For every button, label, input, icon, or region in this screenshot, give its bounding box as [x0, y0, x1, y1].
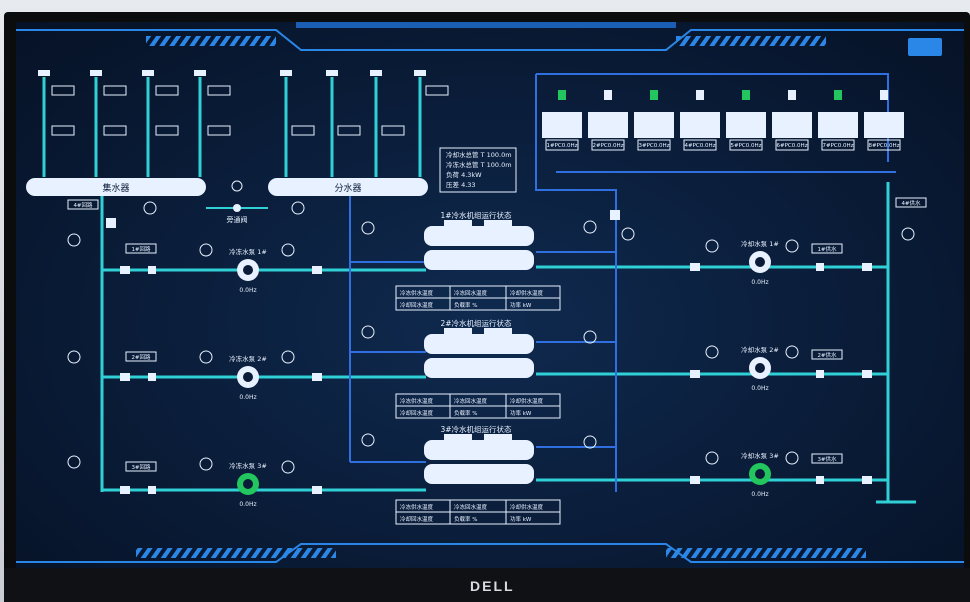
right-pump-3[interactable]: 冷却水泵 3# 0.0Hz	[741, 451, 779, 498]
left-pump-1[interactable]: 冷冻水泵 1# 0.0Hz	[229, 247, 267, 294]
cooling-tower-4[interactable]: 4#PC0.0Hz	[680, 90, 720, 151]
branch-left-1: 1#回路	[131, 245, 151, 253]
branch-right-3: 3#供水	[817, 455, 837, 463]
cooling-tower-1[interactable]: 1#PC0.0Hz	[542, 90, 582, 151]
scada-screen: 集水器 分水器 旁通阀 冷却水总管 T 100.0m 冷冻水总管 T 100.0…	[16, 22, 964, 568]
cooling-towers: 1#PC0.0Hz 2#PC0.0Hz 3#PC0.0Hz 4#PC0.0Hz …	[542, 90, 904, 151]
cooling-tower-3-label: 3#PC0.0Hz	[638, 143, 669, 149]
left-pump-3-label: 冷冻水泵 3#	[229, 461, 267, 470]
monitor-brand-logo: DELL	[470, 578, 515, 594]
info-line-1: 冷却水总管 T 100.0m	[446, 150, 512, 159]
left-manifold-label: 集水器	[102, 182, 129, 194]
right-pump-2-tag: 0.0Hz	[751, 385, 768, 392]
chiller-3[interactable]: 3#冷水机组运行状态 冷冻供水温度 冷冻回水温度 冷却供水温度 冷却回水温度 负…	[395, 424, 561, 525]
valve-column-group	[38, 70, 449, 136]
hvac-diagram: 集水器 分水器 旁通阀 冷却水总管 T 100.0m 冷冻水总管 T 100.0…	[16, 22, 964, 563]
chiller-1[interactable]: 1#冷水机组运行状态 冷冻供水温度 冷冻回水温度 冷却供水温度 冷却回水温度 负…	[395, 210, 561, 311]
cooling-tower-3[interactable]: 3#PC0.0Hz	[634, 90, 674, 151]
bypass-valve[interactable]	[206, 180, 268, 212]
top-right-button[interactable]	[908, 38, 942, 56]
gauges	[67, 201, 915, 474]
chiller-1-param-2: 冷冻回水温度	[454, 289, 488, 297]
right-pump-3-tag: 0.0Hz	[751, 491, 768, 498]
chiller-1-table: 冷冻供水温度 冷冻回水温度 冷却供水温度 冷却回水温度 负载率 % 功率 kW	[395, 285, 561, 311]
chiller-1-title: 1#冷水机组运行状态	[440, 210, 512, 220]
cooling-tower-7-label: 7#PC0.0Hz	[822, 143, 853, 149]
chiller-1-param-3: 冷却供水温度	[510, 289, 544, 297]
branch-right-2: 2#供水	[817, 351, 837, 359]
info-line-2: 冷冻水总管 T 100.0m	[446, 160, 512, 169]
cooling-tower-4-label: 4#PC0.0Hz	[684, 143, 715, 149]
info-line-4: 压差 4.33	[446, 180, 476, 189]
chiller-2-param-1: 冷冻供水温度	[400, 397, 434, 405]
branch-left-4: 4#回路	[73, 201, 93, 209]
chiller-2-param-4: 冷却回水温度	[400, 409, 434, 417]
top-frame	[16, 22, 964, 51]
bottom-frame	[16, 543, 964, 563]
branch-left-2: 2#回路	[131, 353, 151, 361]
left-pump-2[interactable]: 冷冻水泵 2# 0.0Hz	[229, 354, 267, 401]
cooling-tower-2[interactable]: 2#PC0.0Hz	[588, 90, 628, 151]
chiller-3-title: 3#冷水机组运行状态	[440, 424, 512, 434]
left-pump-1-label: 冷冻水泵 1#	[229, 247, 267, 256]
pipe-network	[42, 77, 916, 504]
right-pump-2[interactable]: 冷却水泵 2# 0.0Hz	[741, 345, 779, 392]
chiller-2-param-5: 负载率 %	[454, 409, 477, 417]
right-pump-1-tag: 0.0Hz	[751, 279, 768, 286]
right-manifold-label: 分水器	[334, 182, 361, 194]
cooling-tower-2-label: 2#PC0.0Hz	[592, 143, 623, 149]
cooling-tower-6[interactable]: 6#PC0.0Hz	[772, 90, 812, 151]
cooling-tower-6-label: 6#PC0.0Hz	[776, 143, 807, 149]
chiller-2-table: 冷冻供水温度 冷冻回水温度 冷却供水温度 冷却回水温度 负载率 % 功率 kW	[395, 393, 561, 419]
cooling-tower-5[interactable]: 5#PC0.0Hz	[726, 90, 766, 151]
right-pump-2-label: 冷却水泵 2#	[741, 345, 779, 354]
left-pump-1-tag: 0.0Hz	[239, 287, 256, 294]
left-pump-3-tag: 0.0Hz	[239, 501, 256, 508]
chiller-3-param-1: 冷冻供水温度	[400, 503, 434, 511]
chiller-3-table: 冷冻供水温度 冷冻回水温度 冷却供水温度 冷却回水温度 负载率 % 功率 kW	[395, 499, 561, 525]
chiller-1-param-6: 功率 kW	[510, 301, 532, 309]
inline-valves	[106, 210, 872, 494]
cooling-tower-5-label: 5#PC0.0Hz	[730, 143, 761, 149]
chiller-3-param-6: 功率 kW	[510, 515, 532, 523]
chiller-2-title: 2#冷水机组运行状态	[440, 318, 512, 328]
cooling-tower-1-label: 1#PC0.0Hz	[546, 143, 577, 149]
right-pump-1-label: 冷却水泵 1#	[741, 239, 779, 248]
cooling-tower-8[interactable]: 8#PC0.0Hz	[864, 90, 904, 151]
chiller-3-param-5: 负载率 %	[454, 515, 477, 523]
left-pump-3[interactable]: 冷冻水泵 3# 0.0Hz	[229, 461, 267, 508]
branch-labels-left: 1#回路 2#回路 3#回路 4#回路	[67, 199, 157, 472]
chiller-1-param-1: 冷冻供水温度	[400, 289, 434, 297]
branch-right-4: 4#供水	[901, 199, 921, 207]
right-pump-3-label: 冷却水泵 3#	[741, 451, 779, 460]
chiller-3-param-2: 冷冻回水温度	[454, 503, 488, 511]
chiller-3-param-3: 冷却供水温度	[510, 503, 544, 511]
info-line-3: 负荷 4.3kW	[446, 170, 482, 179]
branch-right-1: 1#供水	[817, 245, 837, 253]
bypass-valve-label: 旁通阀	[227, 215, 248, 224]
info-box: 冷却水总管 T 100.0m 冷冻水总管 T 100.0m 负荷 4.3kW 压…	[439, 147, 517, 193]
chiller-2-param-6: 功率 kW	[510, 409, 532, 417]
left-pump-2-label: 冷冻水泵 2#	[229, 354, 267, 363]
chiller-3-param-4: 冷却回水温度	[400, 515, 434, 523]
right-manifold[interactable]	[268, 178, 428, 196]
left-pump-2-tag: 0.0Hz	[239, 394, 256, 401]
chiller-1-param-4: 冷却回水温度	[400, 301, 434, 309]
right-pump-1[interactable]: 冷却水泵 1# 0.0Hz	[741, 239, 779, 286]
chiller-2-param-3: 冷却供水温度	[510, 397, 544, 405]
chiller-1-param-5: 负载率 %	[454, 301, 477, 309]
monitor-chin	[4, 568, 970, 602]
branch-left-3: 3#回路	[131, 463, 151, 471]
chiller-2-param-2: 冷冻回水温度	[454, 397, 488, 405]
branch-labels-right: 1#供水 2#供水 3#供水 4#供水	[811, 197, 927, 464]
cooling-tower-8-label: 8#PC0.0Hz	[868, 143, 899, 149]
cooling-tower-7[interactable]: 7#PC0.0Hz	[818, 90, 858, 151]
return-pipes	[349, 73, 896, 492]
chiller-2[interactable]: 2#冷水机组运行状态 冷冻供水温度 冷冻回水温度 冷却供水温度 冷却回水温度 负…	[395, 318, 561, 419]
left-manifold[interactable]	[26, 178, 206, 196]
